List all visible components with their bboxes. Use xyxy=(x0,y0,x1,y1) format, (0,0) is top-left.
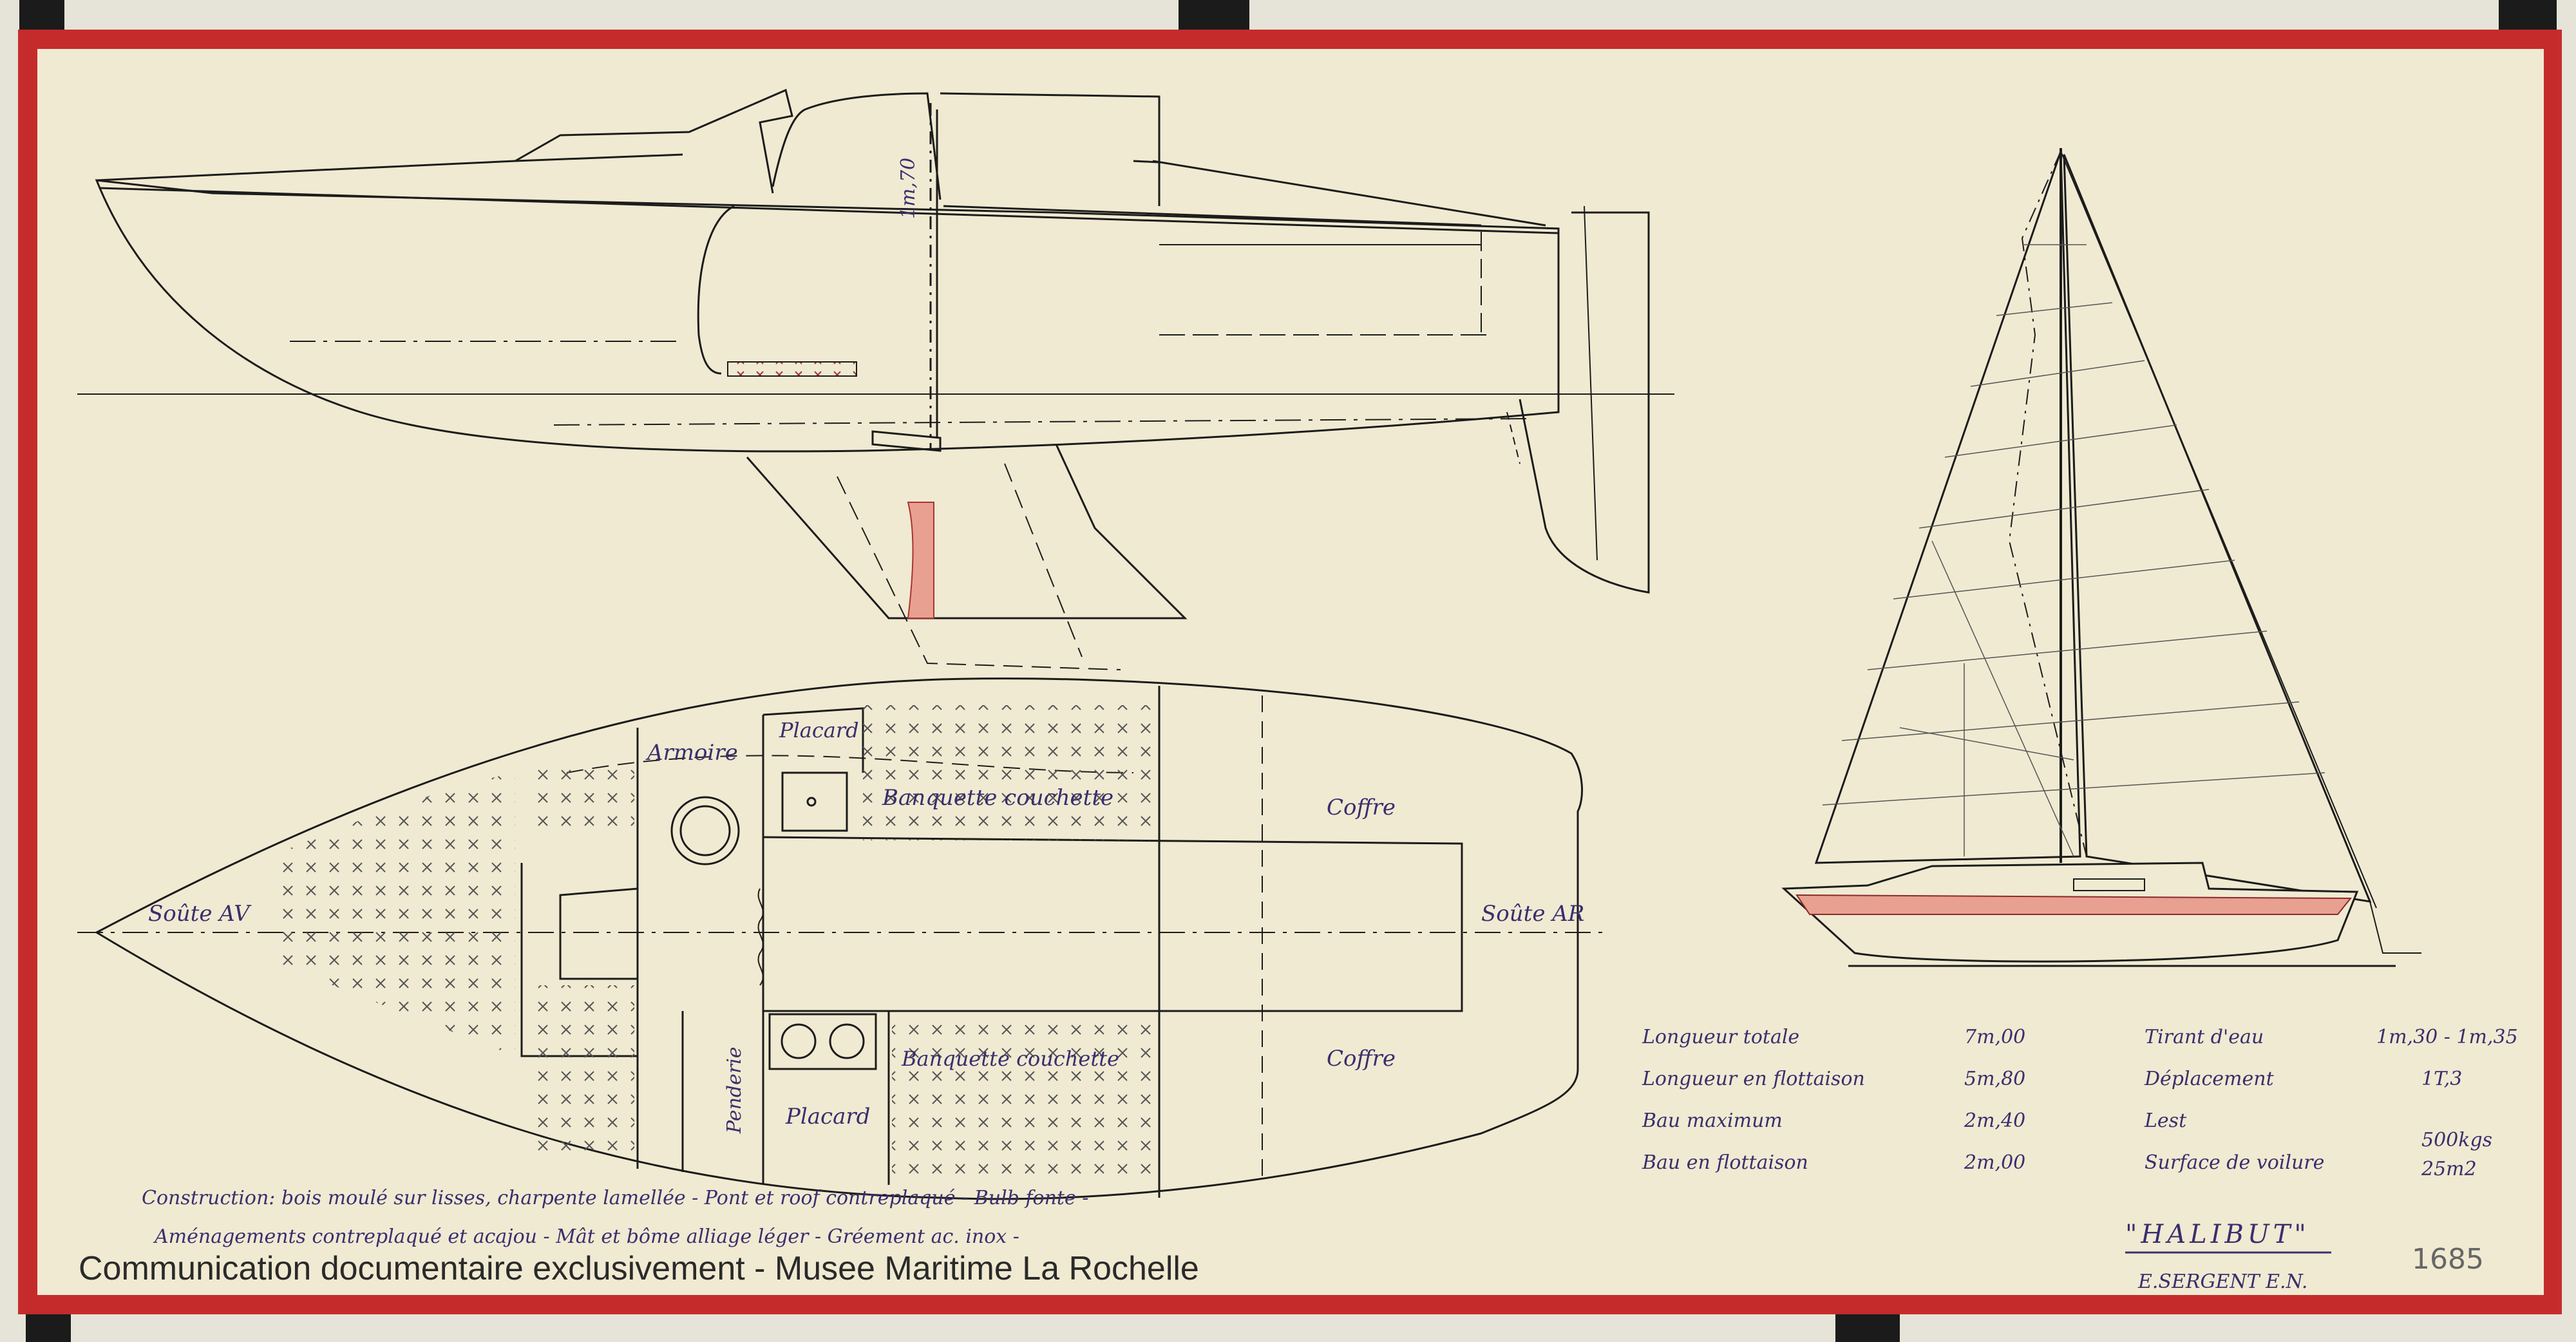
spec-value: 1m,30 - 1m,35 xyxy=(2376,1026,2518,1048)
hatched-banquette-top xyxy=(863,705,1153,840)
spec-value: 1T,3 xyxy=(2421,1068,2462,1090)
tape-corner xyxy=(19,0,64,32)
label-placard-top: Placard xyxy=(779,718,859,742)
specs-right: Tirant d'eau 1m,30 - 1m,35 Déplacement 1… xyxy=(2144,1026,2518,1180)
height-dimension: 1m,70 xyxy=(897,158,920,219)
jib xyxy=(1814,151,2081,864)
spec-value: 500kgs xyxy=(2421,1129,2492,1151)
hatched-banquette-bottom xyxy=(892,1014,1153,1182)
cabin-house xyxy=(515,88,793,194)
paper xyxy=(37,49,2544,1295)
label-banquette-top: Banquette couchette xyxy=(882,785,1113,811)
boat-name: "HALIBUT" xyxy=(2125,1220,2310,1249)
watermark: Communication documentaire exclusivement… xyxy=(79,1250,1199,1287)
label-coffre-bottom: Coffre xyxy=(1327,1046,1396,1072)
spec-value: 7m,00 xyxy=(1964,1026,2025,1048)
hull-plan xyxy=(94,677,1584,1200)
tape-corner xyxy=(2499,0,2557,32)
hatched-bunk xyxy=(727,361,857,377)
red-ballast xyxy=(907,502,934,619)
hatched-soute-av xyxy=(270,773,515,1056)
spec-value: 2m,00 xyxy=(1964,1151,2025,1174)
hatched-area xyxy=(528,985,634,1153)
label-placard-bottom: Placard xyxy=(785,1104,870,1129)
spec-value: 25m2 xyxy=(2421,1158,2477,1180)
side-rudder xyxy=(2369,901,2421,954)
spec-label: Longueur en flottaison xyxy=(1642,1068,1865,1090)
spec-label: Surface de voilure xyxy=(2145,1151,2324,1174)
label-soute-ar: Soûte AR xyxy=(1481,901,1584,927)
spec-value: 5m,80 xyxy=(1964,1068,2025,1090)
mainsail xyxy=(2063,154,2372,903)
spec-value: 2m,40 xyxy=(1964,1110,2025,1132)
spec-label: Longueur totale xyxy=(1642,1026,1799,1048)
hull-stripe xyxy=(1795,894,2353,915)
sheer-line xyxy=(99,187,1559,234)
label-banquette-bottom: Banquette couchette xyxy=(901,1046,1119,1071)
construction-note-1: Construction: bois moulé sur lisses, cha… xyxy=(142,1187,1088,1209)
profile-view xyxy=(77,88,1674,670)
specs-left: Longueur totale 7m,00 Longueur en flotta… xyxy=(1642,1026,2025,1174)
spec-label: Bau en flottaison xyxy=(1642,1151,1808,1174)
label-soute-av: Soûte AV xyxy=(148,901,252,927)
hatched-area xyxy=(528,760,634,837)
spec-label: Tirant d'eau xyxy=(2145,1026,2264,1048)
spec-label: Lest xyxy=(2144,1110,2187,1132)
designer: E.SERGENT E.N. xyxy=(2137,1271,2307,1293)
tape-corner xyxy=(1179,0,1249,32)
sail-plan xyxy=(1814,148,2377,909)
hull-profile xyxy=(95,179,1560,453)
spec-label: Bau maximum xyxy=(1642,1110,1783,1132)
spec-label: Déplacement xyxy=(2144,1068,2275,1090)
cabin-window xyxy=(2073,878,2145,891)
label-penderie: Penderie xyxy=(723,1046,746,1134)
label-armoire: Armoire xyxy=(645,740,738,766)
construction-note-2: Aménagements contreplaqué et acajou - Mâ… xyxy=(153,1225,1019,1248)
label-coffre-top: Coffre xyxy=(1327,795,1396,820)
tape-corner xyxy=(1835,1314,1900,1342)
tape-corner xyxy=(26,1314,71,1342)
plan-number: 1685 xyxy=(2412,1243,2484,1276)
rudder xyxy=(1519,211,1650,594)
sail-battens xyxy=(1822,244,2325,857)
keel-fin xyxy=(746,444,1188,619)
